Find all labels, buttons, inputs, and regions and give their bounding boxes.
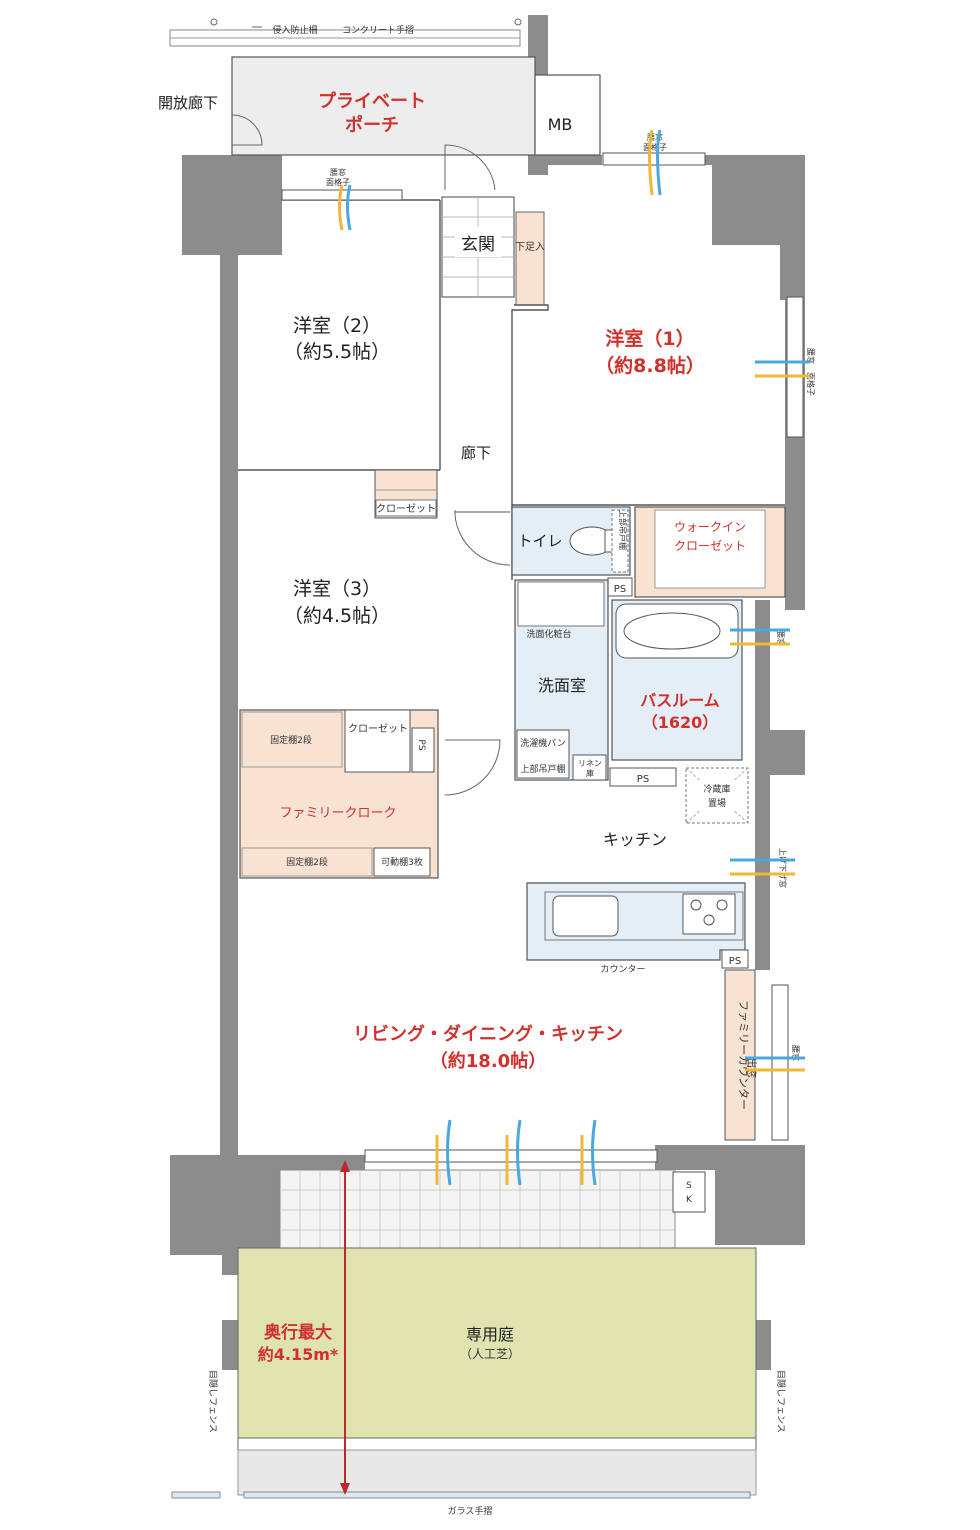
toilet-label: トイレ	[517, 532, 562, 550]
room1-label-2: （約8.8帖）	[595, 354, 705, 377]
laundry-pan-label: 洗濯機パン	[520, 737, 565, 749]
sk-label-2: K	[686, 1195, 693, 1205]
washroom-label: 洗面室	[538, 676, 586, 695]
ps-label-2: PS	[637, 774, 649, 785]
entrance-label: 玄関	[461, 235, 495, 255]
ps-box-3	[721, 949, 749, 969]
walkin-label-1: ウォークイン	[674, 520, 746, 534]
fixed-shelf2-label: 固定棚2段	[286, 856, 328, 868]
vanity-label: 洗面化粧台	[526, 628, 571, 640]
sk-label-1: S	[686, 1181, 692, 1191]
room-2: 洋室（2） （約5.5帖）	[281, 189, 441, 470]
screen-fence-left-label: 目隠しフェンス	[207, 1370, 219, 1433]
open-corridor-label: 開放廊下	[158, 94, 218, 112]
walk-in-closet: ウォークイン クローゼット	[634, 506, 786, 598]
room3-label-1: 洋室（3）	[293, 578, 381, 600]
movable-shelf-label: 可動棚3枚	[381, 856, 423, 868]
entrance: 玄関 下足入	[441, 196, 545, 306]
family-window-label: 腰窓	[791, 1045, 801, 1061]
washroom: 洗面化粧台 洗面室 洗濯機パン 上部吊戸棚 リネン 庫	[514, 579, 609, 781]
toilet-shelf-label: 上部吊戸棚	[618, 510, 628, 550]
depth-label-2: 約4.15m*	[258, 1345, 339, 1364]
family-cloak: 固定棚2段 クローゼット PS ファミリークローク 固定棚2段 可動棚3枚	[239, 709, 439, 879]
family-counter: ファミリーカウンター 出窓	[724, 969, 789, 1141]
screen-fence-right-label: 目隠しフェンス	[775, 1370, 787, 1433]
room2-label-1: 洋室（2）	[293, 315, 381, 337]
room1-top-window-label-1: 腰窓	[647, 132, 663, 142]
ps-box-2	[609, 767, 677, 787]
garden-label-2: （人工芝）	[460, 1346, 520, 1361]
toilet: トイレ 上部吊戸棚	[511, 506, 631, 576]
garden-label-1: 専用庭	[466, 1325, 514, 1344]
porch-window-label-2: 面格子	[326, 177, 350, 187]
bathroom-label-1: バスルーム	[640, 691, 720, 710]
linen-label-1: リネン	[578, 759, 602, 768]
bathroom-label-2: （1620）	[642, 713, 719, 732]
kitchen-window-label: 上げ下げ窓	[778, 848, 788, 888]
fridge-label-1: 冷蔵庫	[703, 783, 730, 795]
porch-label-2: ポーチ	[345, 114, 399, 136]
room1-label-1: 洋室（1）	[605, 327, 694, 350]
ldk-label-2: （約18.0帖）	[430, 1050, 546, 1072]
room-3: 洋室（3） （約4.5帖）	[284, 578, 390, 627]
hallway-label: 廊下	[461, 444, 491, 462]
private-porch: MB プライベート ポーチ	[231, 56, 601, 191]
family-cloak-label: ファミリークローク	[279, 806, 396, 821]
family-counter-label: ファミリーカウンター	[737, 1000, 750, 1110]
glass-rail-label: ガラス手摺	[448, 1505, 493, 1517]
bathroom: バスルーム （1620）	[611, 599, 743, 761]
shoe-box-label: 下足入	[515, 241, 545, 253]
bay-window-label: 出窓	[745, 1058, 758, 1078]
room2-label-2: （約5.5帖）	[284, 341, 390, 363]
airflow-arrows	[338, 129, 810, 1186]
garden: 専用庭 （人工芝） 奥行最大 約4.15m*	[171, 1160, 757, 1499]
room1-side-window-label: 腰窓	[806, 348, 816, 364]
kitchen-label: キッチン	[603, 830, 667, 849]
walkin-label-2: クローゼット	[674, 539, 746, 553]
closet-label: クローゼット	[376, 503, 436, 515]
concrete-rail-label: コンクリート手摺	[342, 24, 414, 36]
room1-top-window-label-2: 面格子	[643, 142, 667, 152]
fridge-label-2: 置場	[708, 797, 726, 809]
linen-label-2: 庫	[586, 768, 594, 778]
ldk-label-1: リビング・ダイニング・キッチン	[353, 1023, 623, 1045]
ps-label-4: PS	[416, 739, 426, 750]
closet-room3: クローゼット	[374, 469, 438, 519]
fridge-space: 冷蔵庫 置場	[685, 767, 749, 824]
room3-label-2: （約4.5帖）	[284, 605, 390, 627]
ps-label-1: PS	[614, 584, 626, 595]
room-1: 洋室（1） （約8.8帖）	[511, 152, 804, 506]
porch-label-1: プライベート	[318, 90, 426, 112]
porch-window-label-1: 腰窓	[330, 167, 346, 177]
kitchen-counter	[526, 882, 746, 961]
depth-label-1: 奥行最大	[264, 1322, 332, 1343]
upper-cabinet-label: 上部吊戸棚	[520, 763, 565, 775]
top-railing: 侵入防止柵 コンクリート手摺	[169, 18, 522, 47]
room1-side-window-label-2: 面格子	[806, 372, 816, 396]
ps-label-3: PS	[729, 956, 741, 967]
counter-label: カウンター	[600, 964, 645, 975]
mb-label: MB	[548, 115, 573, 134]
security-fence-label: 侵入防止柵	[272, 24, 317, 36]
closet2-label: クローゼット	[348, 723, 408, 735]
ldk: リビング・ダイニング・キッチン （約18.0帖）	[353, 1023, 658, 1163]
bath-window-label: 腰窓	[776, 630, 786, 646]
fixed-shelf-label: 固定棚2段	[270, 734, 312, 746]
terrace: S K	[279, 1169, 706, 1249]
